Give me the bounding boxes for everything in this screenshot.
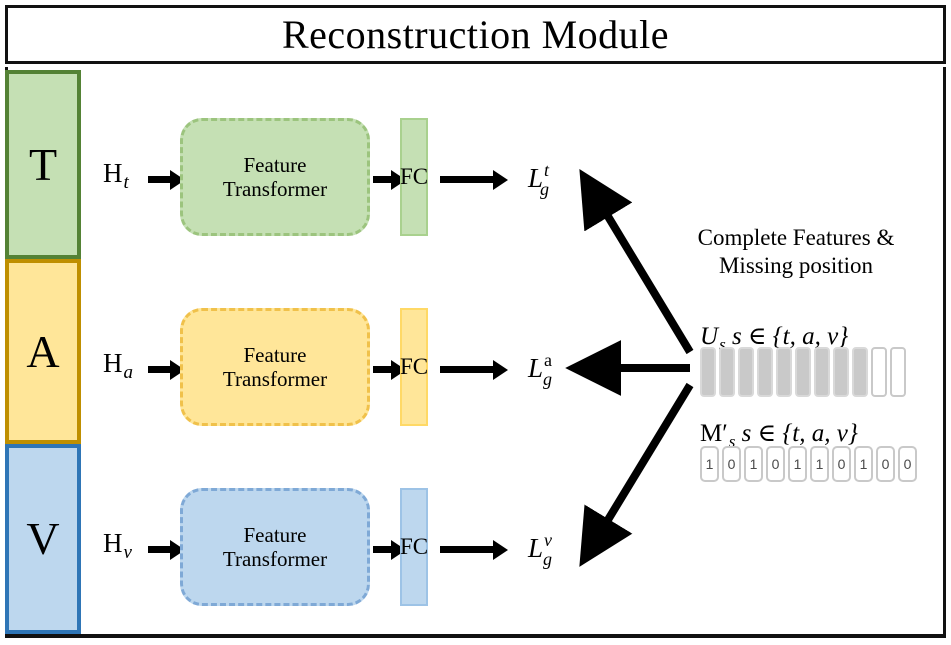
fc-label-visual: FC bbox=[399, 534, 429, 559]
input-subscript-text: t bbox=[123, 172, 129, 194]
input-subscript-audio: a bbox=[123, 362, 134, 384]
modality-label-text: T bbox=[28, 138, 58, 190]
loss-label-text: Ltg bbox=[528, 160, 549, 200]
loss-symbol-visual: L bbox=[528, 533, 544, 564]
input-label-text: Ht bbox=[103, 158, 129, 194]
loss-symbol-audio: L bbox=[528, 353, 544, 384]
arrow-transformer-to-fc-visual bbox=[373, 546, 393, 553]
mask-cell: 1 bbox=[788, 446, 807, 482]
arrow-fc-to-loss-visual bbox=[440, 546, 495, 553]
transformer-line2-audio: Transformer bbox=[222, 367, 328, 391]
mask-subscript: s bbox=[728, 432, 736, 452]
input-symbol-text: H bbox=[103, 158, 123, 188]
arrow-fc-to-loss-text bbox=[440, 176, 495, 183]
mask-cell: 1 bbox=[810, 446, 829, 482]
complete-feature-bars bbox=[700, 347, 906, 397]
loss-subscript-text: g bbox=[540, 178, 550, 199]
transformer-line1-visual: Feature bbox=[243, 522, 307, 547]
feature-set-notation: s ∈ {t, a, v} bbox=[731, 323, 849, 350]
modality-block-visual: V bbox=[5, 444, 81, 634]
loss-label-visual: Lvg bbox=[528, 530, 552, 570]
modality-block-audio: A bbox=[5, 259, 81, 444]
transformer-line1-audio: Feature bbox=[243, 342, 307, 367]
arrow-transformer-to-fc-audio bbox=[373, 366, 393, 373]
mask-cell: 0 bbox=[876, 446, 895, 482]
loss-symbol-text: L bbox=[528, 163, 544, 194]
mask-cell: 1 bbox=[744, 446, 763, 482]
side-panel-caption: Complete Features & Missing position bbox=[676, 224, 916, 280]
feature-bar bbox=[757, 347, 773, 397]
loss-subscript-audio: g bbox=[543, 368, 553, 389]
feature-transformer-visual: Feature Transformer bbox=[180, 488, 370, 606]
input-label-visual: Hv bbox=[103, 528, 132, 564]
feature-bar bbox=[700, 347, 716, 397]
arrow-input-to-transformer-text bbox=[148, 176, 172, 183]
feature-bar bbox=[719, 347, 735, 397]
loss-superscript-text: t bbox=[544, 160, 550, 180]
modality-label-visual: V bbox=[26, 513, 60, 564]
feature-bar bbox=[738, 347, 754, 397]
mask-cell: 0 bbox=[832, 446, 851, 482]
feature-bar bbox=[833, 347, 849, 397]
mask-cell: 0 bbox=[898, 446, 917, 482]
fc-block-audio: FC bbox=[400, 308, 428, 426]
feature-symbol: U bbox=[700, 323, 719, 350]
page-title: Reconstruction Module bbox=[281, 12, 670, 57]
input-symbol-audio: H bbox=[103, 348, 123, 378]
transformer-line2-text: Transformer bbox=[222, 177, 328, 201]
mask-cell: 0 bbox=[766, 446, 785, 482]
feature-bar bbox=[795, 347, 811, 397]
arrow-transformer-to-fc-text bbox=[373, 176, 393, 183]
input-symbol-visual: H bbox=[103, 528, 123, 558]
caption-line2: Missing position bbox=[718, 253, 873, 279]
feature-transformer-audio: Feature Transformer bbox=[180, 308, 370, 426]
title-frame: Reconstruction Module bbox=[5, 5, 946, 64]
feature-bar bbox=[776, 347, 792, 397]
feature-bar bbox=[871, 347, 887, 397]
fc-label-audio: FC bbox=[399, 354, 429, 379]
mask-symbol: M′ bbox=[700, 420, 728, 447]
input-label-audio: Ha bbox=[103, 348, 133, 384]
feature-transformer-text: Feature Transformer bbox=[180, 118, 370, 236]
transformer-line2-visual: Transformer bbox=[222, 547, 328, 571]
modality-label-audio: A bbox=[26, 325, 60, 377]
fc-block-text: FC bbox=[400, 118, 428, 236]
loss-superscript-visual: v bbox=[544, 530, 553, 550]
mask-cell: 1 bbox=[854, 446, 873, 482]
feature-bar bbox=[852, 347, 868, 397]
arrow-input-to-transformer-visual bbox=[148, 546, 172, 553]
feature-vector-label: Us s ∈ {t, a, v} bbox=[700, 321, 848, 355]
loss-subscript-visual: g bbox=[543, 548, 553, 569]
loss-label-audio: Lag bbox=[528, 350, 552, 390]
arrow-fc-to-loss-audio bbox=[440, 366, 495, 373]
feature-bar bbox=[890, 347, 906, 397]
mask-cell: 0 bbox=[722, 446, 741, 482]
mask-cell: 1 bbox=[700, 446, 719, 482]
arrow-input-to-transformer-audio bbox=[148, 366, 172, 373]
transformer-line1-text: Feature bbox=[243, 152, 307, 177]
feature-subscript: s bbox=[719, 335, 726, 355]
modality-block-text: T bbox=[5, 70, 81, 259]
fc-label-text: FC bbox=[399, 164, 429, 189]
caption-line1: Complete Features & bbox=[697, 225, 895, 250]
fc-block-visual: FC bbox=[400, 488, 428, 606]
mask-vector-label: M′s s ∈ {t, a, v} bbox=[700, 418, 858, 452]
loss-superscript-audio: a bbox=[544, 350, 553, 370]
input-subscript-visual: v bbox=[123, 542, 132, 564]
feature-bar bbox=[814, 347, 830, 397]
mask-set-notation: s ∈ {t, a, v} bbox=[741, 420, 858, 447]
